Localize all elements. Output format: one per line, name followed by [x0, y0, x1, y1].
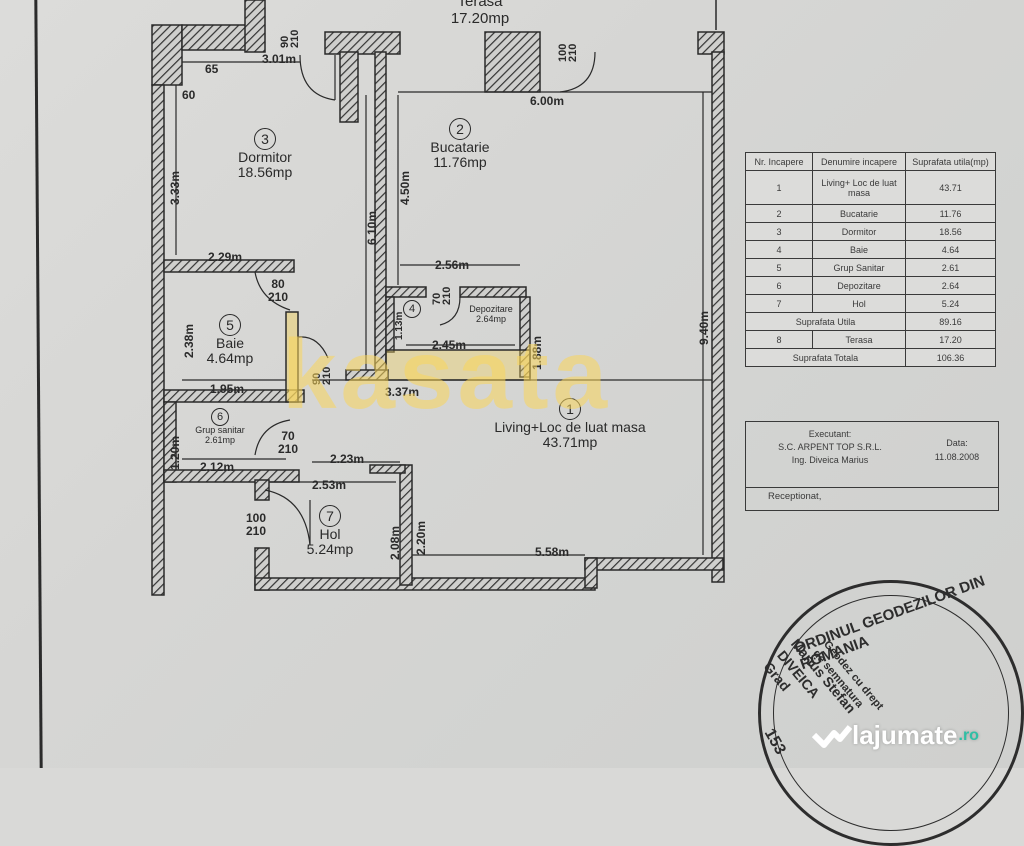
dimension-label: 5.58m	[535, 545, 570, 559]
dimension-label: 6.10m	[365, 210, 379, 245]
room-label-living: 1 Living+Loc de luat masa 43.71mp	[465, 398, 675, 451]
room-label-bucatarie: 2 Bucatarie 11.76mp	[410, 118, 510, 171]
dimension-label: 2.08m	[388, 525, 402, 560]
dimension-label: 1.95m	[210, 382, 245, 396]
geodesist-stamp: ORDINUL GEODEZILOR DIN ROMANIA Geodez cu…	[758, 572, 1024, 846]
room-name: Grup sanitar	[195, 425, 245, 435]
dimension-label: 2.56m	[435, 258, 470, 272]
received-label: Receptionat,	[768, 491, 822, 502]
dimension-label: 60	[182, 88, 196, 102]
room-label-baie: 5 Baie 4.64mp	[190, 314, 270, 367]
dimension-label: 1.20m	[168, 435, 182, 470]
room-number-badge: 5	[219, 314, 241, 336]
room-name: Living+Loc de luat masa	[494, 419, 646, 435]
company-name: S.C. ARPENT TOP S.R.L.	[778, 442, 882, 452]
dimension-label: 2.23m	[330, 452, 365, 466]
room-name: Dormitor	[238, 149, 292, 165]
room-area: 18.56mp	[237, 164, 293, 181]
engineer-name: Ing. Diveica Marius	[791, 455, 869, 465]
room-area: 2.61mp	[204, 434, 236, 445]
terrace-area: 17.20mp	[450, 9, 510, 27]
room-number-badge: 4	[403, 300, 421, 318]
terrace-label: Terasa 17.20mp	[420, 0, 540, 27]
room-label-hol: 7 Hol 5.24mp	[290, 505, 370, 558]
dimension-label: 3.37m	[385, 385, 420, 399]
room-label-4: 4	[400, 300, 424, 318]
column-header: Denumire incapere	[812, 152, 906, 171]
room-label-depozitare: Depozitare 2.64mp	[462, 304, 520, 325]
date-label: Data:	[946, 438, 968, 448]
room-area: 5.24mp	[306, 541, 354, 558]
area-summary-table: Nr. Incapere Denumire incapere Suprafata…	[745, 152, 996, 367]
room-name: Depozitare	[469, 304, 513, 314]
received-block: Receptionat,	[745, 486, 999, 511]
lajumate-logo-icon	[812, 724, 852, 748]
floor-plan-drawing	[151, 0, 725, 596]
room-name: Hol	[319, 526, 341, 542]
dimension-label: 9.40m	[697, 310, 711, 345]
room-number-badge: 3	[254, 128, 276, 150]
lajumate-logo: lajumate.ro	[812, 720, 979, 751]
date-value: 11.08.2008	[934, 452, 980, 462]
room-area: 4.64mp	[206, 350, 254, 367]
dimension-label: 2.20m	[414, 520, 428, 555]
dimension-label: 65	[205, 62, 219, 76]
lajumate-tld: .ro	[958, 726, 979, 744]
dimension-label: 2.38m	[182, 323, 196, 358]
dimension-label: 2.53m	[312, 478, 347, 492]
room-number-badge: 6	[211, 408, 229, 426]
dimension-label: 3.33m	[168, 170, 182, 205]
kasata-watermark: kasata	[282, 319, 612, 429]
dimension-label: 2.12m	[200, 460, 235, 474]
room-area: 43.71mp	[542, 434, 598, 451]
room-label-dormitor: 3 Dormitor 18.56mp	[210, 128, 320, 181]
room-area: 2.64mp	[475, 313, 507, 324]
room-number-badge: 2	[449, 118, 471, 140]
executant-block: Executant: S.C. ARPENT TOP S.R.L. Ing. D…	[745, 421, 999, 488]
dimension-label: 2.29m	[208, 250, 243, 264]
dimension-label: 6.00m	[530, 94, 565, 108]
room-number-badge: 7	[319, 505, 341, 527]
room-name: Bucatarie	[430, 139, 490, 155]
executant-label: Executant:	[808, 429, 852, 439]
room-name: Baie	[215, 335, 245, 351]
terrace-name: Terasa	[457, 0, 503, 10]
column-header: Nr. Incapere	[745, 152, 813, 171]
room-label-grup-sanitar: 6 Grup sanitar 2.61mp	[180, 408, 260, 446]
dimension-label: 4.50m	[398, 170, 412, 205]
dimension-label: 3.01m	[262, 52, 297, 66]
lajumate-wordmark: lajumate	[852, 720, 958, 750]
room-area: 11.76mp	[433, 154, 487, 171]
table-header-row: Nr. Incapere Denumire incapere Suprafata…	[745, 152, 996, 171]
column-header: Suprafata utila(mp)	[905, 152, 996, 171]
room-number-badge: 1	[559, 398, 581, 420]
dimension-label: 2.45m	[432, 338, 467, 352]
terrace-edge-line	[715, 0, 717, 30]
